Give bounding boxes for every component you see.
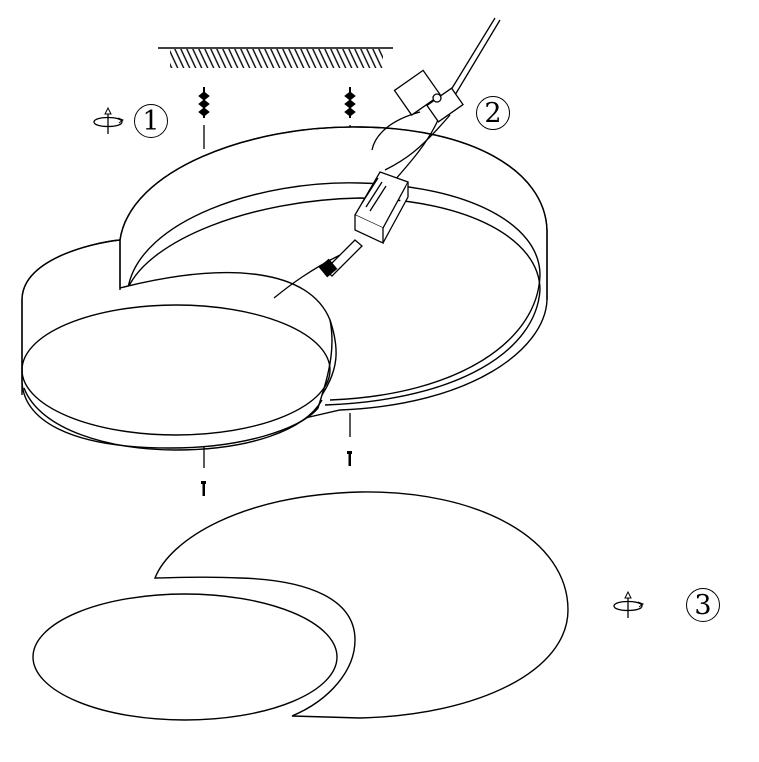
- connector: [318, 239, 363, 278]
- led-driver: [354, 171, 409, 245]
- step-number: 2: [476, 96, 510, 130]
- terminal-block: [393, 69, 464, 123]
- ceiling: [158, 47, 393, 68]
- step-2: 2: [476, 96, 510, 130]
- step-number: 1: [134, 104, 168, 138]
- rotate-icon: [613, 590, 645, 618]
- step-3: 3: [608, 588, 720, 622]
- rotate-icon: [93, 106, 125, 134]
- screw-right: [347, 451, 352, 466]
- lamp-base: [21, 126, 548, 451]
- wall-anchor-right: [344, 87, 356, 118]
- step-1: 1: [88, 104, 168, 138]
- step-number: 3: [686, 588, 720, 622]
- diffuser-covers: [32, 491, 569, 721]
- screw-left: [201, 481, 206, 496]
- wall-anchor-left: [198, 87, 210, 118]
